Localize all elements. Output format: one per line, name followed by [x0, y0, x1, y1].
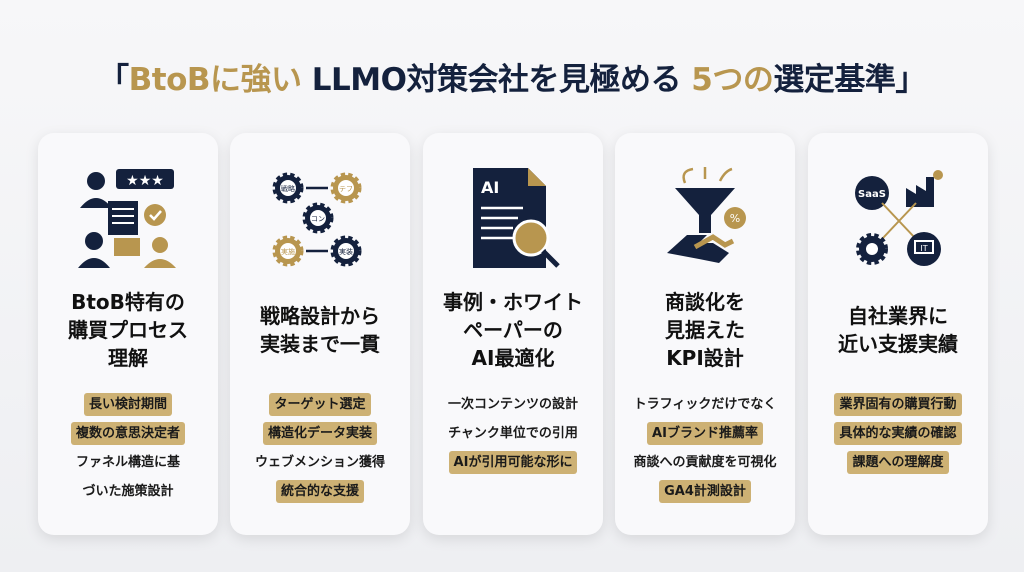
- card-heading-line: 事例・ホワイト: [443, 290, 583, 314]
- page-title: 「BtoBに強い LLMO対策会社を見極める 5つの選定基準」: [0, 54, 1024, 99]
- highlight-tag: 具体的な実績の確認: [834, 422, 962, 445]
- svg-text:実施: 実施: [281, 247, 295, 256]
- card-heading-line: 戦略設計から: [260, 304, 380, 328]
- funnel-handshake-icon: %: [655, 163, 755, 273]
- svg-text:実装: 実装: [339, 247, 353, 256]
- industry-icon: SaaS IT: [848, 163, 948, 273]
- card-heading: 戦略設計から実装まで一貫: [230, 302, 410, 358]
- svg-text:%: %: [730, 212, 740, 225]
- list-item: ファネル構造に基: [75, 455, 180, 470]
- card-items: 業界固有の購買行動具体的な実績の確認課題への理解度: [808, 393, 988, 474]
- criteria-card-3: AI 事例・ホワイトペーパーの AI最適化一次コンテンツの設計チャンク単位での引用 A…: [423, 133, 603, 535]
- highlight-tag: ターゲット選定: [269, 393, 371, 416]
- card-heading-line: 見据えた: [665, 318, 745, 342]
- highlight-tag: 構造化データ実装: [262, 422, 377, 445]
- card-items: 一次コンテンツの設計チャンク単位での引用 AIが引用可能な形に: [423, 393, 603, 474]
- title-part-criteria: 選定基準」: [773, 62, 926, 98]
- card-heading-line: 近い支援実績: [838, 332, 958, 356]
- gear-flow-icon: 戦略 テフコン実施 実装: [270, 163, 370, 273]
- title-part-five: 5つの: [691, 62, 774, 98]
- svg-text:SaaS: SaaS: [858, 189, 886, 200]
- card-items: トラフィックだけでなく AIブランド推薦率商談への貢献度を可視化 GA4計測設計: [615, 393, 795, 503]
- svg-text:AI: AI: [481, 178, 499, 197]
- card-heading-line: BtoB特有の: [71, 290, 185, 314]
- highlight-tag: 複数の意思決定者: [70, 422, 185, 445]
- card-heading-line: 商談化を: [665, 290, 745, 314]
- card-heading-line: 実装まで一貫: [260, 332, 380, 356]
- list-item: 一次コンテンツの設計: [447, 397, 578, 412]
- svg-text:戦略: 戦略: [281, 184, 295, 193]
- ai-document-search-icon: AI: [463, 163, 563, 273]
- list-item: 商談への貢献度を可視化: [633, 455, 777, 470]
- highlight-tag: 業界固有の購買行動: [834, 393, 962, 416]
- card-heading-line: 理解: [108, 346, 148, 370]
- card-heading: 商談化を見据えた KPI設計: [615, 288, 795, 372]
- list-item: ウェブメンション獲得: [254, 455, 385, 470]
- svg-text:★★★: ★★★: [126, 173, 164, 189]
- highlight-tag: AIブランド推薦率: [647, 422, 763, 445]
- card-heading: BtoB特有の購買プロセス理解: [38, 288, 218, 372]
- criteria-card-2: 戦略テフコン実施実装戦略設計から実装まで一貫ターゲット選定構造化データ実装ウェブ…: [230, 133, 410, 535]
- highlight-tag: AIが引用可能な形に: [448, 451, 578, 474]
- title-part-btob: BtoBに強い: [128, 62, 302, 98]
- highlight-tag: 統合的な支援: [275, 480, 364, 503]
- svg-text:テフ: テフ: [339, 185, 353, 193]
- card-items: ターゲット選定構造化データ実装ウェブメンション獲得統合的な支援: [230, 393, 410, 503]
- criteria-card-4: % 商談化を見据えた KPI設計トラフィックだけでなく AIブランド推薦率商談への貢献…: [615, 133, 795, 535]
- title-part-llmo: LLMO対策会社を見極める: [301, 62, 692, 98]
- list-item: づいた施策設計: [82, 484, 174, 499]
- card-heading-line: ペーパーの: [463, 318, 563, 342]
- people-review-icon: ★★★: [78, 163, 178, 273]
- highlight-tag: 課題への理解度: [847, 451, 949, 474]
- list-item: チャンク単位での引用: [448, 426, 578, 441]
- svg-text:コン: コン: [311, 215, 325, 223]
- card-heading: 自社業界に近い支援実績: [808, 302, 988, 358]
- card-heading-line: KPI設計: [666, 346, 744, 370]
- highlight-tag: 長い検討期間: [83, 393, 172, 416]
- card-heading: 事例・ホワイトペーパーの AI最適化: [423, 288, 603, 372]
- card-heading-line: 自社業界に: [848, 304, 948, 328]
- card-items: 長い検討期間複数の意思決定者ファネル構造に基づいた施策設計: [38, 393, 218, 503]
- criteria-card-1: ★★★ BtoB特有の購買プロセス理解長い検討期間複数の意思決定者ファネル構造に基…: [38, 133, 218, 535]
- highlight-tag: GA4計測設計: [659, 480, 751, 503]
- list-item: トラフィックだけでなく: [633, 397, 777, 412]
- card-heading-line: 購買プロセス: [68, 318, 188, 342]
- svg-text:IT: IT: [920, 244, 927, 253]
- card-heading-line: AI最適化: [471, 346, 555, 370]
- title-bracket: 「: [98, 62, 129, 98]
